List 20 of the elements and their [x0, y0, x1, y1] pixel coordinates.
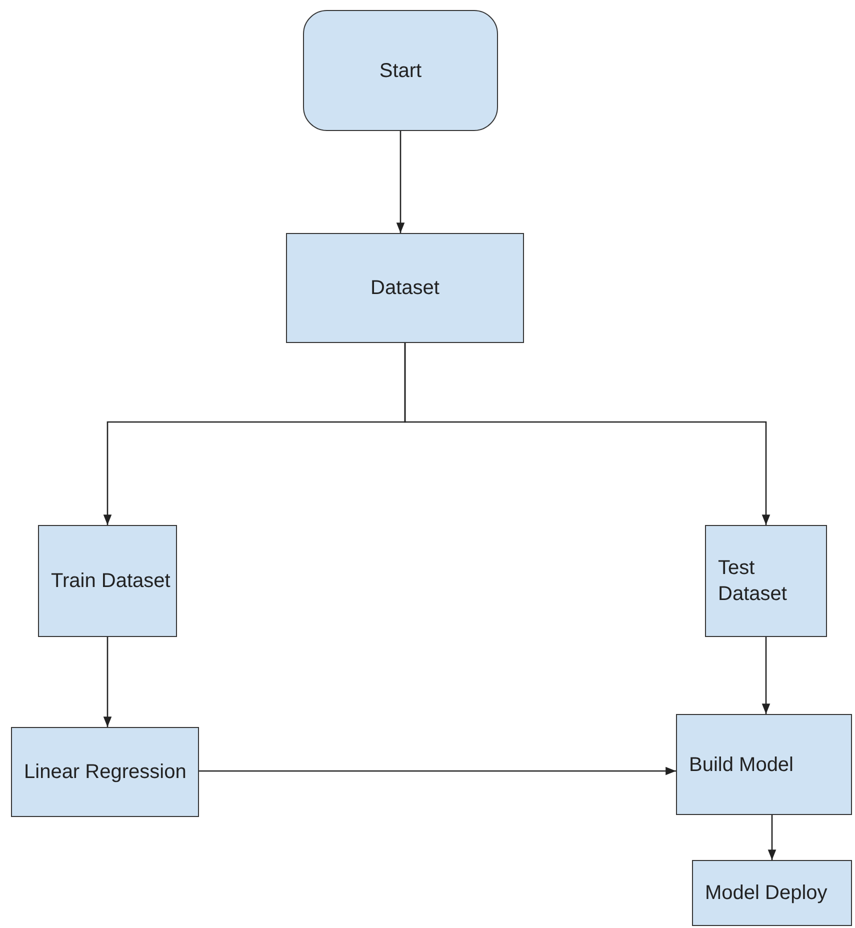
process-box	[676, 714, 852, 815]
process-box	[705, 525, 827, 637]
box-label: Model Deploy	[705, 881, 828, 906]
process-box	[11, 727, 199, 817]
process-box	[303, 10, 498, 131]
box-label: Build Model	[689, 752, 794, 778]
arrow	[404, 343, 770, 525]
box-label: Test Dataset	[718, 556, 788, 607]
box-label: Linear Regression	[24, 760, 186, 785]
process-box	[38, 525, 177, 637]
arrow	[768, 815, 776, 860]
arrow	[762, 637, 770, 714]
process-box	[286, 233, 524, 343]
box-label: Dataset	[370, 276, 440, 301]
process-box	[692, 860, 852, 926]
arrow	[199, 766, 676, 776]
box-label: Start	[379, 58, 422, 84]
arrow	[103, 637, 112, 727]
arrow	[396, 131, 405, 233]
box-label: Train Dataset	[51, 569, 170, 594]
